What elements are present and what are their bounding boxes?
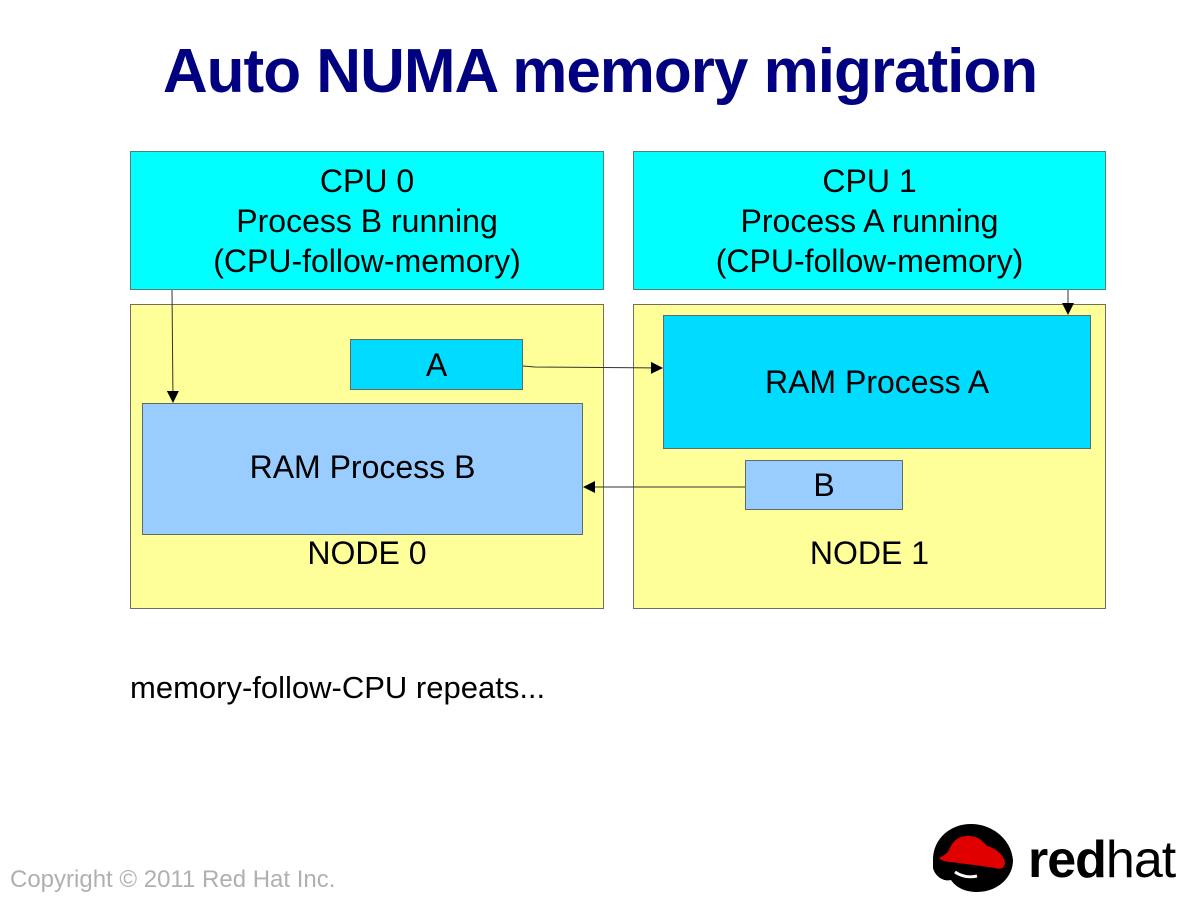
cpu-0-box: CPU 0 Process B running (CPU-follow-memo…	[130, 151, 604, 290]
cpu-1-process: Process A running	[740, 202, 999, 239]
slide-caption: memory-follow-CPU repeats...	[130, 670, 546, 705]
wordmark-red: red	[1028, 831, 1107, 889]
cpu-0-name: CPU 0	[319, 162, 415, 199]
cpu-1-policy: (CPU-follow-memory)	[715, 242, 1024, 279]
red-hat-shadowman-icon	[933, 824, 1013, 892]
red-hat-wordmark: redhat	[1028, 830, 1176, 890]
node-0-ram-label: RAM Process B	[249, 449, 476, 485]
cpu-1-box: CPU 1 Process A running (CPU-follow-memo…	[633, 151, 1106, 290]
node-1-migrating-label: B	[813, 467, 835, 503]
cpu-0-policy: (CPU-follow-memory)	[213, 242, 521, 279]
node-0-migrating-label: A	[425, 346, 448, 383]
copyright-text: Copyright © 2011 Red Hat Inc.	[10, 866, 336, 893]
node-1-ram-box: RAM Process A	[663, 315, 1091, 449]
slide-title: Auto NUMA memory migration	[162, 37, 1038, 106]
node-1-ram-label: RAM Process A	[764, 364, 990, 400]
node-0-migrating-block: A	[350, 339, 523, 390]
cpu-1-name: CPU 1	[822, 162, 917, 199]
node-1-migrating-block: B	[745, 460, 903, 510]
node-1-label: NODE 1	[809, 535, 930, 571]
node-0-ram-box: RAM Process B	[142, 403, 583, 535]
cpu-0-process: Process B running	[236, 202, 498, 239]
wordmark-hat: hat	[1105, 831, 1176, 889]
node-0-label: NODE 0	[307, 535, 427, 571]
